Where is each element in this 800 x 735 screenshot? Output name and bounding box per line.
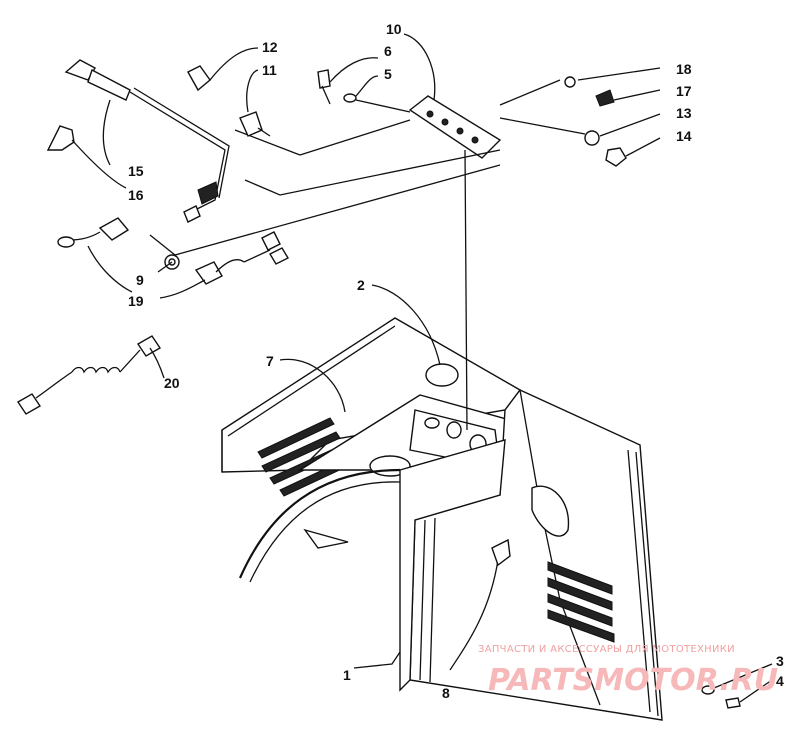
- knob-and-light: [187, 47, 271, 137]
- tether-cord: [17, 335, 165, 415]
- callout-2: 2: [357, 277, 365, 293]
- throttle-cable: [46, 59, 230, 223]
- callout-15: 15: [128, 163, 144, 179]
- watermark: ЗАПЧАСТИ И АКСЕССУАРЫ ДЛЯ МОТОТЕХНИКИ PA…: [478, 644, 778, 698]
- callout-14: 14: [676, 128, 692, 144]
- console-body: [221, 317, 663, 721]
- screw-and-washer: [317, 57, 411, 113]
- callout-8: 8: [442, 685, 450, 701]
- callout-9: 9: [136, 272, 144, 288]
- wiring-harness: [57, 217, 289, 299]
- callout-19: 19: [128, 293, 144, 309]
- callout-3: 3: [776, 653, 784, 669]
- fasteners-right: [499, 67, 661, 167]
- screw-bottom-right: [701, 663, 773, 709]
- callout-17: 17: [676, 83, 692, 99]
- callout-20: 20: [164, 375, 180, 391]
- callout-1: 1: [343, 667, 351, 683]
- callout-18: 18: [676, 61, 692, 77]
- instrument-plate: [408, 95, 502, 159]
- callout-6: 6: [384, 43, 392, 59]
- callout-4: 4: [776, 673, 784, 689]
- callout-13: 13: [676, 105, 692, 121]
- callout-10: 10: [386, 21, 402, 37]
- callout-labels: 1 2 3 4 5 6 7 8 9 10 11 12 13 14 15 16 1…: [128, 21, 784, 701]
- callout-11: 11: [262, 62, 277, 78]
- callout-5: 5: [384, 66, 392, 82]
- watermark-brand: PARTSMOTOR.RU: [488, 663, 778, 698]
- callout-7: 7: [266, 353, 274, 369]
- callout-16: 16: [128, 187, 144, 203]
- callout-12: 12: [262, 39, 278, 55]
- watermark-tagline: ЗАПЧАСТИ И АКСЕССУАРЫ ДЛЯ МОТОТЕХНИКИ: [478, 644, 735, 655]
